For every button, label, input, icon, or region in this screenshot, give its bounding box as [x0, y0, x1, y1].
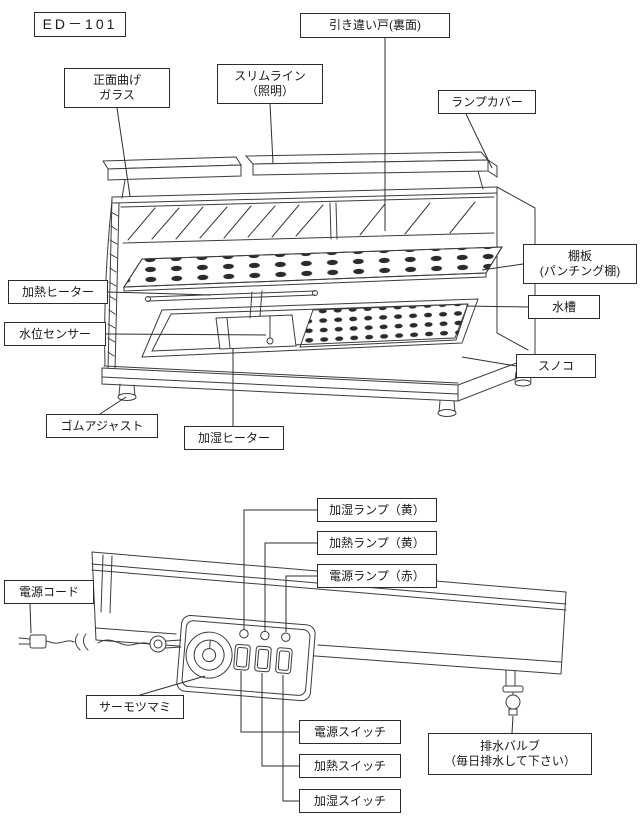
drain-valve-drawing — [502, 669, 524, 716]
label-lamp-cover: ランプカバー — [438, 90, 536, 114]
label-heating-heater: 加熱ヒーター — [8, 280, 108, 304]
label-front-glass: 正面曲げ ガラス — [64, 68, 170, 108]
label-heating-lamp: 加熱ランプ（黄） — [317, 531, 437, 555]
rocker-switches — [233, 643, 293, 674]
label-shelf-line2: (パンチング棚) — [539, 264, 621, 278]
leader-lines — [29, 37, 529, 802]
left-corner-post — [107, 196, 120, 372]
label-drain-valve: 排水バルブ （毎日排水して下さい） — [428, 733, 592, 775]
heating-switch-icon — [254, 645, 272, 673]
label-water-level-sensor: 水位センサー — [4, 322, 106, 346]
label-slimline-line2: （照明） — [245, 84, 294, 98]
power-switch-icon — [233, 643, 251, 671]
thermostat-knob — [185, 631, 233, 679]
label-water-tank: 水槽 — [528, 295, 600, 319]
label-humidify-lamp: 加湿ランプ（黄） — [317, 498, 437, 522]
label-sunoko: スノコ — [516, 354, 596, 378]
label-shelf: 棚板 (パンチング棚) — [523, 244, 637, 284]
label-slimline-light: スリムライン （照明） — [217, 64, 323, 104]
plug-icon — [29, 634, 47, 649]
control-panel-corner-drawing — [18, 551, 567, 716]
label-shelf-line1: 棚板 — [567, 249, 592, 263]
heating-heater-element — [145, 290, 318, 302]
lamp-cover-bar — [102, 151, 498, 199]
label-drain-valve-line2: （毎日排水して下さい） — [444, 754, 576, 768]
humidify-heater-unit — [215, 314, 297, 350]
punched-shelf — [123, 246, 503, 292]
label-rubber-adjuster: ゴムアジャスト — [46, 414, 158, 438]
label-sliding-door: 引き違い戸(裏面) — [300, 13, 450, 38]
water-tank-drawing — [141, 290, 479, 358]
rear-sliding-doors — [120, 196, 495, 244]
label-slimline-line1: スリムライン — [234, 69, 306, 83]
heating-lamp-icon — [260, 630, 270, 641]
label-drain-valve-line1: 排水バルブ — [479, 739, 540, 753]
power-lamp-icon — [281, 632, 291, 642]
warmer-overview-drawing — [101, 151, 536, 417]
humidify-lamp-icon — [239, 629, 249, 639]
power-cord-drawing — [18, 633, 182, 653]
label-humidify-switch: 加湿スイッチ — [299, 789, 401, 813]
label-front-glass-line2: ガラス — [99, 88, 135, 102]
model-number-badge: ED－101 — [34, 12, 126, 37]
label-thermostat-knob: サーモツマミ — [86, 695, 184, 719]
label-humidify-heater: 加湿ヒーター — [184, 426, 284, 450]
label-front-glass-line1: 正面曲げ — [92, 73, 141, 87]
label-power-cord: 電源コード — [4, 580, 94, 604]
label-power-switch: 電源スイッチ — [299, 720, 401, 744]
base-band — [101, 355, 536, 402]
label-heating-switch: 加熱スイッチ — [299, 754, 401, 778]
control-panel — [176, 615, 316, 702]
label-power-lamp: 電源ランプ（赤） — [317, 564, 437, 588]
indicator-lamps — [239, 629, 291, 642]
humidify-switch-icon — [275, 647, 293, 674]
